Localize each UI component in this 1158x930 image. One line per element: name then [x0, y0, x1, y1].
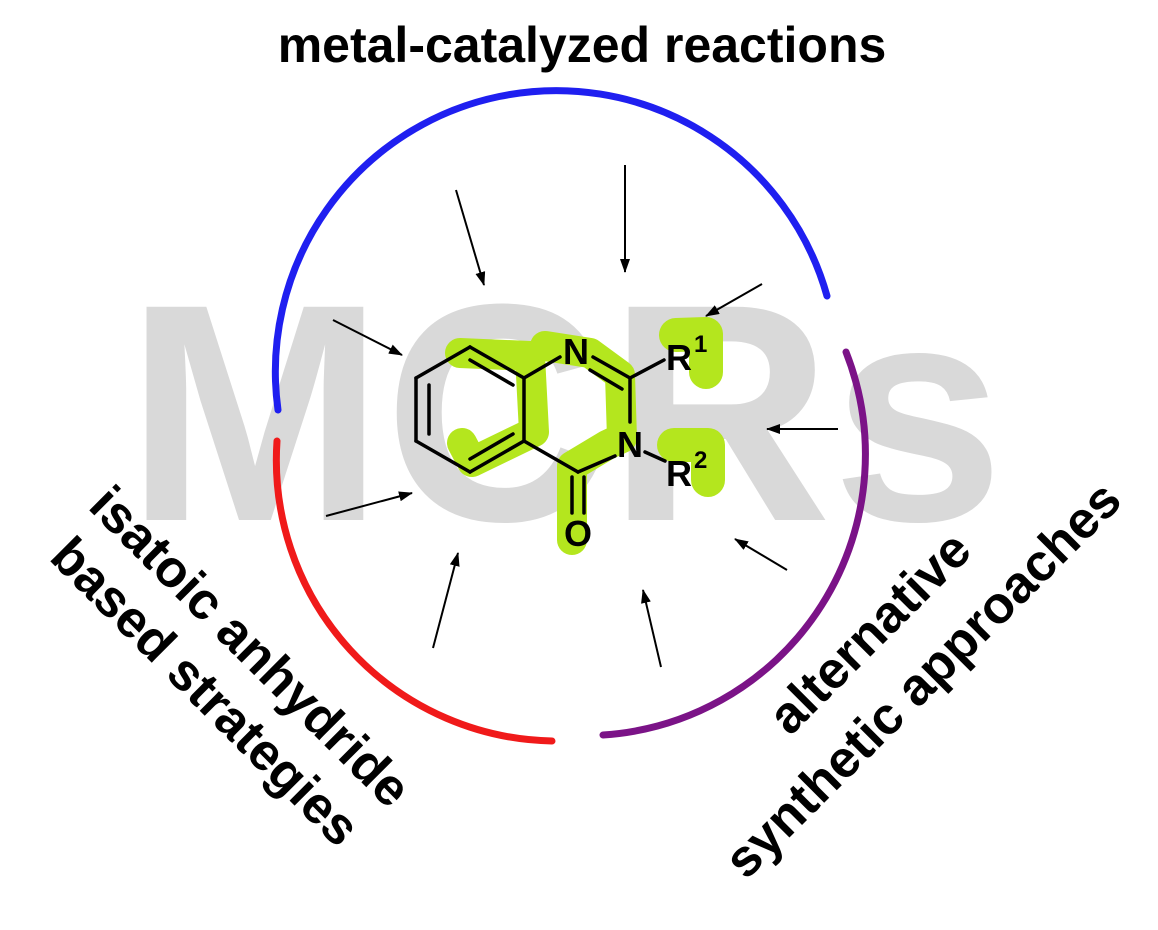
arrow [734, 538, 788, 571]
bond [588, 368, 624, 391]
bond [628, 358, 666, 380]
highlight-ring [530, 331, 637, 555]
atom-o: O [564, 513, 592, 554]
arc-isatoic-anhydride [272, 437, 556, 745]
bond [414, 345, 472, 380]
highlight-benzo [445, 338, 549, 477]
bond [468, 439, 526, 474]
atom-r2-superscript: 2 [694, 447, 707, 474]
atom-r2: R [666, 453, 692, 494]
bond [468, 358, 515, 387]
bond [591, 355, 632, 380]
title: metal-catalyzed reactions [278, 17, 887, 73]
arc-alternative-approaches [599, 348, 869, 739]
arrows [325, 165, 838, 668]
arrow [432, 552, 460, 649]
bond [522, 355, 562, 380]
highlight-r1 [659, 317, 723, 389]
bond [522, 439, 580, 474]
atom-r1: R [666, 337, 692, 378]
arrow [641, 589, 662, 668]
highlight-r2 [657, 428, 725, 497]
atom-n3: N [617, 424, 643, 465]
arrow [455, 189, 486, 286]
arrow [325, 491, 413, 517]
arc-metal-catalyzed [271, 87, 831, 414]
highlight-regions [445, 317, 725, 555]
bond [468, 345, 526, 380]
atom-n1: N [563, 331, 589, 372]
bond [643, 450, 667, 463]
molecule [414, 345, 667, 515]
arrow [332, 319, 403, 356]
bond [468, 432, 515, 461]
arrow [705, 283, 763, 317]
bond [576, 454, 617, 474]
atom-r1-superscript: 1 [694, 331, 707, 358]
bond [414, 439, 472, 474]
